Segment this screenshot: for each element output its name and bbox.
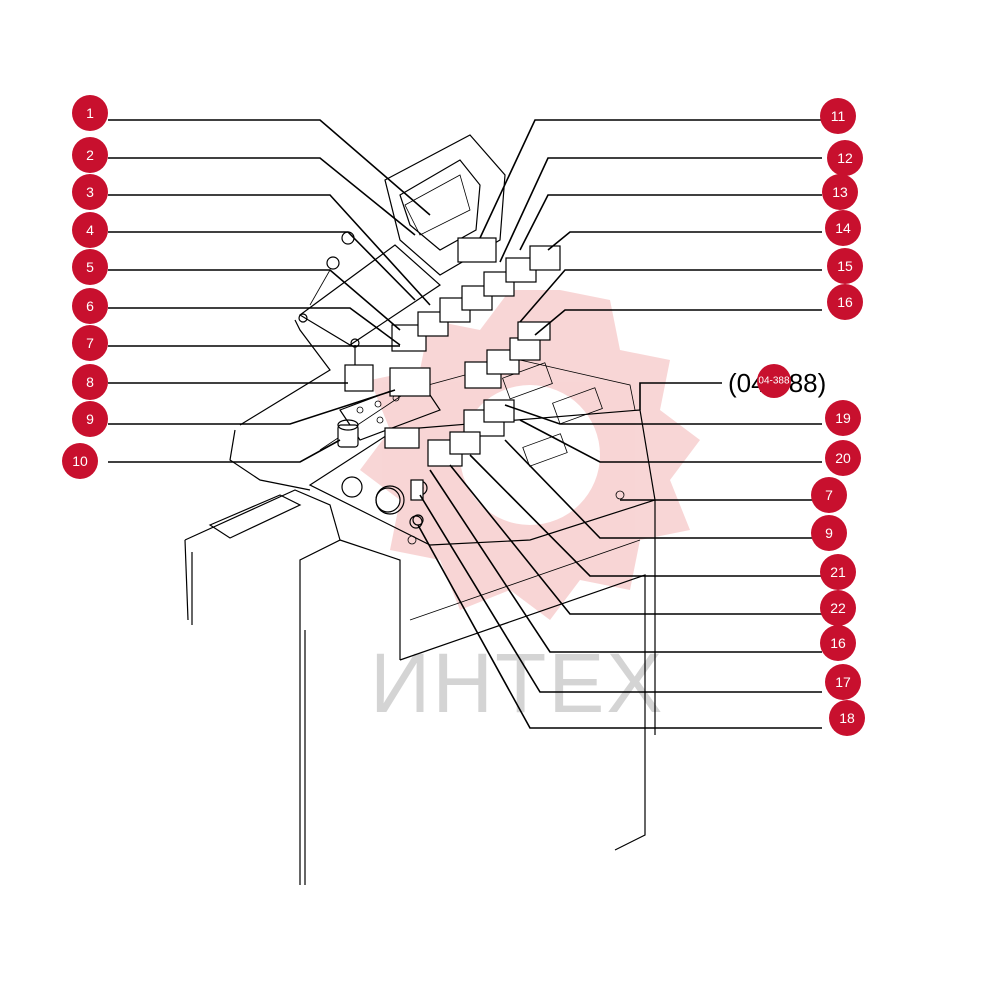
callout-17[interactable]: 17 (825, 664, 861, 700)
callout-12[interactable]: 12 (827, 140, 863, 176)
rotary-knob (337, 419, 359, 448)
callout-7[interactable]: 7 (72, 325, 108, 361)
callout-9b[interactable]: 9 (811, 515, 847, 551)
callout-10[interactable]: 10 (62, 443, 98, 479)
svg-text:8: 8 (86, 374, 94, 390)
callout-9[interactable]: 9 (72, 401, 108, 437)
reference-badge[interactable]: 04-388 (757, 364, 791, 398)
callout-3[interactable]: 3 (72, 174, 108, 210)
svg-text:1: 1 (86, 105, 94, 121)
svg-text:2: 2 (86, 147, 94, 163)
svg-text:4: 4 (86, 222, 94, 238)
svg-text:16: 16 (837, 294, 853, 310)
svg-text:11: 11 (831, 108, 846, 124)
callout-16[interactable]: 16 (827, 284, 863, 320)
callout-20[interactable]: 20 (825, 440, 861, 476)
svg-text:22: 22 (830, 600, 846, 616)
callout-4[interactable]: 4 (72, 212, 108, 248)
callout-19[interactable]: 19 (825, 400, 861, 436)
callout-14[interactable]: 14 (825, 210, 861, 246)
svg-text:10: 10 (72, 453, 88, 469)
toggle-switch (344, 338, 374, 392)
dash-cowl (298, 134, 506, 346)
svg-text:18: 18 (839, 710, 855, 726)
callout-8[interactable]: 8 (72, 364, 108, 400)
leader-lines-right (417, 119, 822, 729)
svg-text:9: 9 (86, 411, 94, 427)
callout-11[interactable]: 11 (820, 98, 856, 134)
reference-badge-label: 04-388 (758, 376, 790, 387)
callout-18[interactable]: 18 (829, 700, 865, 736)
callout-6[interactable]: 6 (72, 288, 108, 324)
svg-text:3: 3 (86, 184, 94, 200)
svg-text:13: 13 (832, 184, 848, 200)
svg-text:15: 15 (837, 258, 853, 274)
svg-text:17: 17 (835, 674, 851, 690)
svg-text:9: 9 (825, 525, 833, 541)
svg-text:5: 5 (86, 259, 94, 275)
svg-text:21: 21 (830, 564, 846, 580)
svg-text:7: 7 (86, 335, 94, 351)
watermark-text: ИНТЕХ (370, 636, 664, 730)
callout-1[interactable]: 1 (72, 95, 108, 131)
callout-7b[interactable]: 7 (811, 477, 847, 513)
callout-2[interactable]: 2 (72, 137, 108, 173)
leader-lines-left (108, 119, 431, 463)
console-body (184, 319, 656, 885)
rocker-switches (384, 237, 561, 467)
svg-text:20: 20 (835, 450, 851, 466)
svg-text:16: 16 (830, 635, 846, 651)
callout-13[interactable]: 13 (822, 174, 858, 210)
callout-15[interactable]: 15 (827, 248, 863, 284)
svg-text:19: 19 (835, 410, 851, 426)
callout-22[interactable]: 22 (820, 590, 856, 626)
svg-text:7: 7 (825, 487, 833, 503)
callout-5[interactable]: 5 (72, 249, 108, 285)
svg-text:14: 14 (835, 220, 851, 236)
callout-16b[interactable]: 16 (820, 625, 856, 661)
svg-text:6: 6 (86, 298, 94, 314)
callout-21[interactable]: 21 (820, 554, 856, 590)
svg-text:12: 12 (837, 150, 853, 166)
